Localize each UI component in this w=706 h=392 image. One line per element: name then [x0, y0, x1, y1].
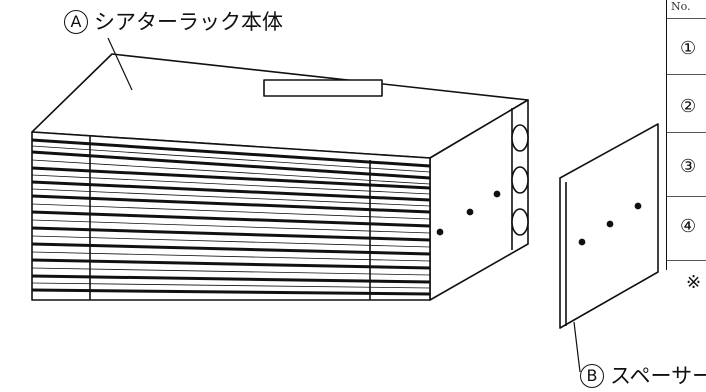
label-text-main: シアターラック本体	[94, 10, 283, 34]
table-row-number: ④	[680, 216, 697, 237]
table-divider	[667, 196, 706, 197]
label-text-spacer: スペーサー	[610, 364, 706, 388]
table-divider	[667, 18, 706, 19]
table-divider	[667, 260, 706, 261]
table-row-number: ③	[680, 156, 697, 177]
table-row-number: ②	[680, 96, 697, 117]
leader-line-a	[107, 37, 133, 91]
marker-a: A	[64, 10, 88, 34]
table-divider	[667, 74, 706, 75]
table-divider	[667, 132, 706, 133]
marker-b: B	[580, 364, 604, 388]
parts-table: No.	[666, 0, 706, 270]
leader-line-b	[573, 321, 581, 373]
note-mark: ※	[686, 272, 702, 293]
table-row-number: ①	[680, 38, 697, 59]
spacer-panel	[559, 123, 659, 329]
theater-rack-body	[31, 53, 529, 301]
table-header-no: No.	[671, 0, 691, 13]
